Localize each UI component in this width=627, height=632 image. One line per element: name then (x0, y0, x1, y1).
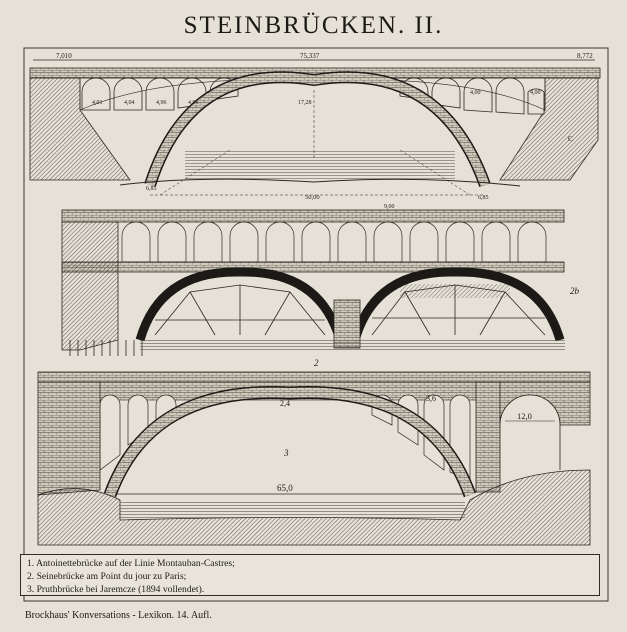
fig3-number: 3 (283, 448, 289, 458)
figure-1-antoinette-bridge: 7,010 75,337 8,772 4,01 4,04 4,96 4,96 4… (29, 52, 601, 210)
fig1-arch-a: 4,01 (92, 100, 103, 106)
fig2b-number: 2b (570, 286, 580, 296)
fig1-left-span: 7,010 (56, 52, 72, 60)
fig1-arch-c: 4,96 (156, 100, 167, 106)
fig3-pier: 3,6 (426, 394, 436, 403)
plate-frame (23, 47, 609, 602)
fig3-side-span: 12,0 (517, 411, 532, 421)
fig1-right-span: 8,772 (577, 52, 593, 60)
fig1-total-span: 75,337 (300, 52, 320, 60)
fig2-number: 2 (314, 358, 319, 368)
fig1-base-right: 6,85 (478, 195, 489, 201)
legend-item-2: 2. Seinebrücke am Point du jour zu Paris… (27, 571, 187, 582)
fig3-crown: 2,4 (280, 399, 290, 408)
publisher-footer: Brockhaus' Konversations - Lexikon. 14. … (25, 610, 212, 621)
legend-item-1: 1. Antoinettebrücke auf der Linie Montau… (27, 558, 235, 569)
figure-3-pruth-bridge: 2,4 3,6 12,0 3 65,0 (37, 371, 591, 546)
figure-2-seine-bridge: 2 2b (61, 209, 580, 368)
fig1-main-span: 50,00 (305, 194, 320, 201)
fig1-arch-b: 4,04 (124, 100, 135, 106)
fig1-offset: 9,00 (384, 204, 395, 210)
fig1-rise: 17,28 (298, 100, 312, 106)
fig1-base-left: 6,85 (146, 186, 157, 192)
fig1-arch-e: 4,00 (470, 90, 481, 96)
fig1-c-label: C (568, 135, 573, 143)
figure-legend: 1. Antoinettebrücke auf der Linie Montau… (20, 554, 600, 596)
fig1-arch-f: 4,00 (530, 90, 541, 96)
plate-title: STEINBRÜCKEN. II. (183, 12, 444, 39)
legend-item-3: 3. Pruthbrücke bei Jaremcze (1894 vollen… (27, 584, 205, 595)
fig3-main-span: 65,0 (277, 483, 293, 493)
fig1-arch-d: 4,96 (188, 100, 199, 106)
